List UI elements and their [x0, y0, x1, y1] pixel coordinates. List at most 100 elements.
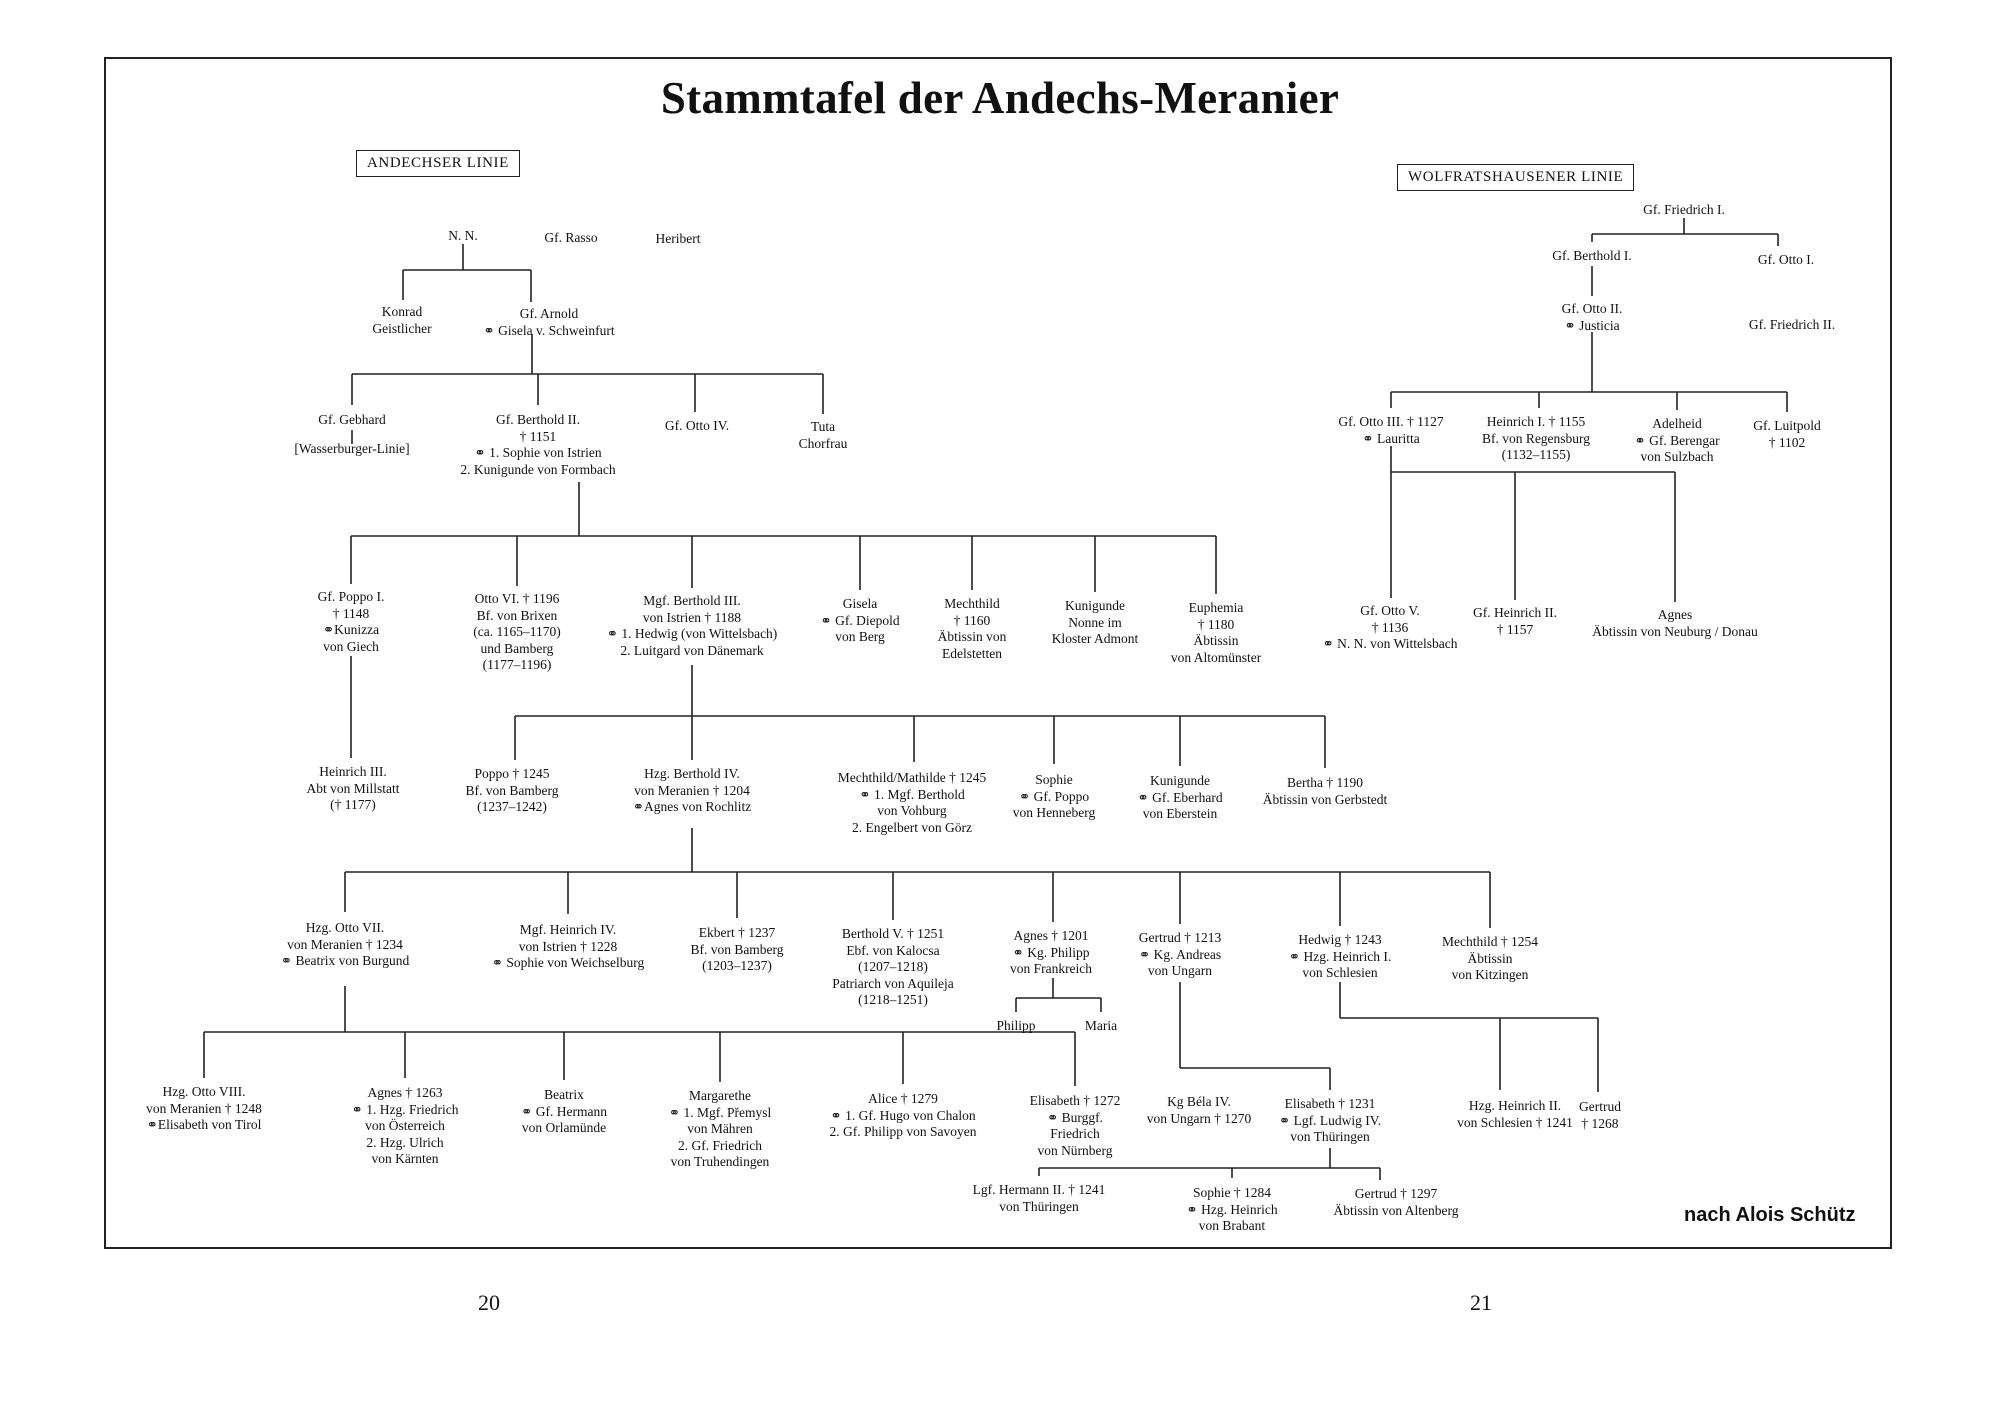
page-number-right: 21: [1470, 1290, 1492, 1315]
person-text-line: Gf. Otto III. † 1127: [1338, 414, 1444, 429]
person-text-line: [Wasserburger-Linie]: [294, 440, 410, 456]
person-text-line: Äbtissin: [1467, 950, 1513, 966]
person-text-line: Mgf. Heinrich IV.: [519, 922, 617, 937]
person-heinrich2s: Hzg. Heinrich II.von Schlesien † 1241: [1457, 1098, 1573, 1131]
person-text-line: Tuta: [810, 419, 836, 434]
person-text-line: † 1157: [1496, 621, 1534, 637]
person-text-line: Gertrud † 1297: [1354, 1186, 1438, 1201]
person-text-line: von Sulzbach: [1640, 449, 1714, 464]
person-text-line: Sophie: [1035, 772, 1073, 787]
person-text-line: Gf. Poppo I.: [317, 589, 385, 604]
person-text-line: 2. Gf. Philipp von Savoyen: [829, 1124, 977, 1139]
person-text-line: † 1151: [519, 428, 557, 444]
person-text-line: Mechthild † 1254: [1442, 934, 1538, 949]
person-text-line: Heinrich I. † 1155: [1486, 414, 1586, 429]
person-text-line: von Thüringen: [999, 1198, 1079, 1214]
person-text-line: † 1102: [1768, 434, 1806, 450]
person-text-line: Hzg. Otto VIII.: [162, 1084, 246, 1099]
person-text-line: von Istrien † 1188: [642, 609, 742, 625]
person-text-line: Sophie † 1284: [1192, 1185, 1272, 1200]
person-text-line: Hedwig † 1243: [1298, 932, 1382, 947]
person-text-line: Gf. Friedrich II.: [1748, 317, 1836, 332]
person-text-line: von Kitzingen: [1451, 967, 1529, 982]
person-text-line: Poppo † 1245: [474, 766, 550, 781]
person-text-line: von Nürnberg: [1037, 1142, 1113, 1158]
person-text-line: Hzg. Heinrich II.: [1468, 1098, 1562, 1113]
person-text-line: Berthold V. † 1251: [841, 926, 945, 941]
person-text-line: Agnes † 1201: [1013, 928, 1089, 943]
person-text-line: ⚭ Kg. Philipp: [1012, 944, 1090, 960]
person-text-line: ⚭ Hzg. Heinrich I.: [1288, 948, 1392, 964]
person-text-line: von Ungarn † 1270: [1146, 1110, 1252, 1126]
person-text-line: ⚭ Gf. Berengar: [1634, 432, 1720, 448]
person-text-line: (1237–1242): [477, 799, 547, 814]
person-text-line: von Henneberg: [1012, 805, 1096, 820]
person-text-line: ⚭ Justicia: [1564, 317, 1620, 333]
person-text-line: von Frankreich: [1009, 961, 1093, 976]
person-wheinrich2: Gf. Heinrich II.† 1157: [1473, 605, 1557, 638]
person-text-line: Hzg. Otto VII.: [305, 920, 385, 935]
person-hedwig: Hedwig † 1243⚭ Hzg. Heinrich I.von Schle…: [1289, 932, 1391, 982]
person-otto4: Gf. Otto IV.: [665, 418, 729, 435]
person-text-line: Gf. Otto I.: [1757, 252, 1815, 267]
person-text-line: † 1136: [1371, 619, 1409, 635]
person-text-line: Elisabeth † 1231: [1284, 1096, 1376, 1111]
person-text-line: (1203–1237): [702, 958, 772, 973]
person-text-line: 2. Kunigunde von Formbach: [460, 461, 616, 477]
person-wotto3: Gf. Otto III. † 1127⚭ Lauritta: [1338, 414, 1443, 447]
person-mechthild2: Mechthild/Mathilde † 1245⚭ 1. Mgf. Berth…: [838, 770, 986, 836]
person-text-line: († 1177): [330, 797, 376, 812]
person-text-line: Hzg. Berthold IV.: [644, 766, 740, 781]
person-text-line: Gertrud † 1213: [1138, 930, 1222, 945]
person-philipp: Philipp: [996, 1018, 1035, 1035]
person-text-line: Agnes † 1263: [367, 1085, 443, 1100]
person-text-line: ⚭ 1. Hzg. Friedrich: [351, 1101, 459, 1117]
person-text-line: von Eberstein: [1142, 806, 1218, 821]
person-text-line: Äbtissin von Gerbstedt: [1262, 791, 1388, 807]
person-text-line: † 1180: [1197, 616, 1235, 632]
person-text-line: ⚭Agnes von Rochlitz: [632, 799, 752, 814]
andechs-line-label: ANDECHSER LINIE: [356, 150, 520, 177]
person-nn: N. N.: [448, 228, 478, 245]
person-text-line: von Schlesien † 1241: [1457, 1114, 1573, 1130]
person-text-line: Maria: [1084, 1018, 1118, 1033]
person-text-line: Bf. von Regensburg: [1481, 430, 1591, 446]
person-text-line: von Österreich: [365, 1118, 445, 1133]
person-text-line: ⚭ Gisela v. Schweinfurt: [483, 322, 615, 338]
person-text-line: (ca. 1165–1170): [473, 624, 561, 639]
person-text-line: Äbtissin von Neuburg / Donau: [1592, 623, 1758, 639]
person-text-line: Beatrix: [544, 1087, 584, 1102]
person-text-line: von Meranien † 1204: [634, 782, 750, 798]
person-text-line: Gf. Otto V.: [1360, 603, 1420, 618]
person-text-line: ⚭ Beatrix von Burgund: [280, 953, 410, 968]
person-text-line: Gf. Otto II.: [1561, 301, 1623, 316]
source-credit: nach Alois Schütz: [1684, 1204, 1856, 1226]
person-text-line: Abt von Millstatt: [306, 780, 400, 796]
person-luitpold: Gf. Luitpold† 1102: [1753, 418, 1821, 451]
person-text-line: (1218–1251): [858, 992, 928, 1007]
person-text-line: (1177–1196): [482, 657, 552, 672]
person-text-line: [294, 429, 409, 441]
person-text-line: von Vohburg: [877, 803, 947, 818]
person-text-line: Bf. von Bamberg: [465, 782, 559, 798]
person-text-line: ⚭ Gf. Hermann: [521, 1103, 607, 1119]
person-gebhard: Gf. Gebhard [Wasserburger-Linie]: [294, 412, 409, 457]
person-text-line: ⚭ 1. Gf. Hugo von Chalon: [830, 1107, 976, 1123]
person-text-line: von Meranien † 1234: [287, 936, 403, 952]
person-text-line: ⚭ Gf. Diepold: [820, 612, 900, 628]
person-text-line: † 1148: [332, 605, 370, 621]
person-text-line: ⚭ Hzg. Heinrich: [1186, 1201, 1278, 1217]
